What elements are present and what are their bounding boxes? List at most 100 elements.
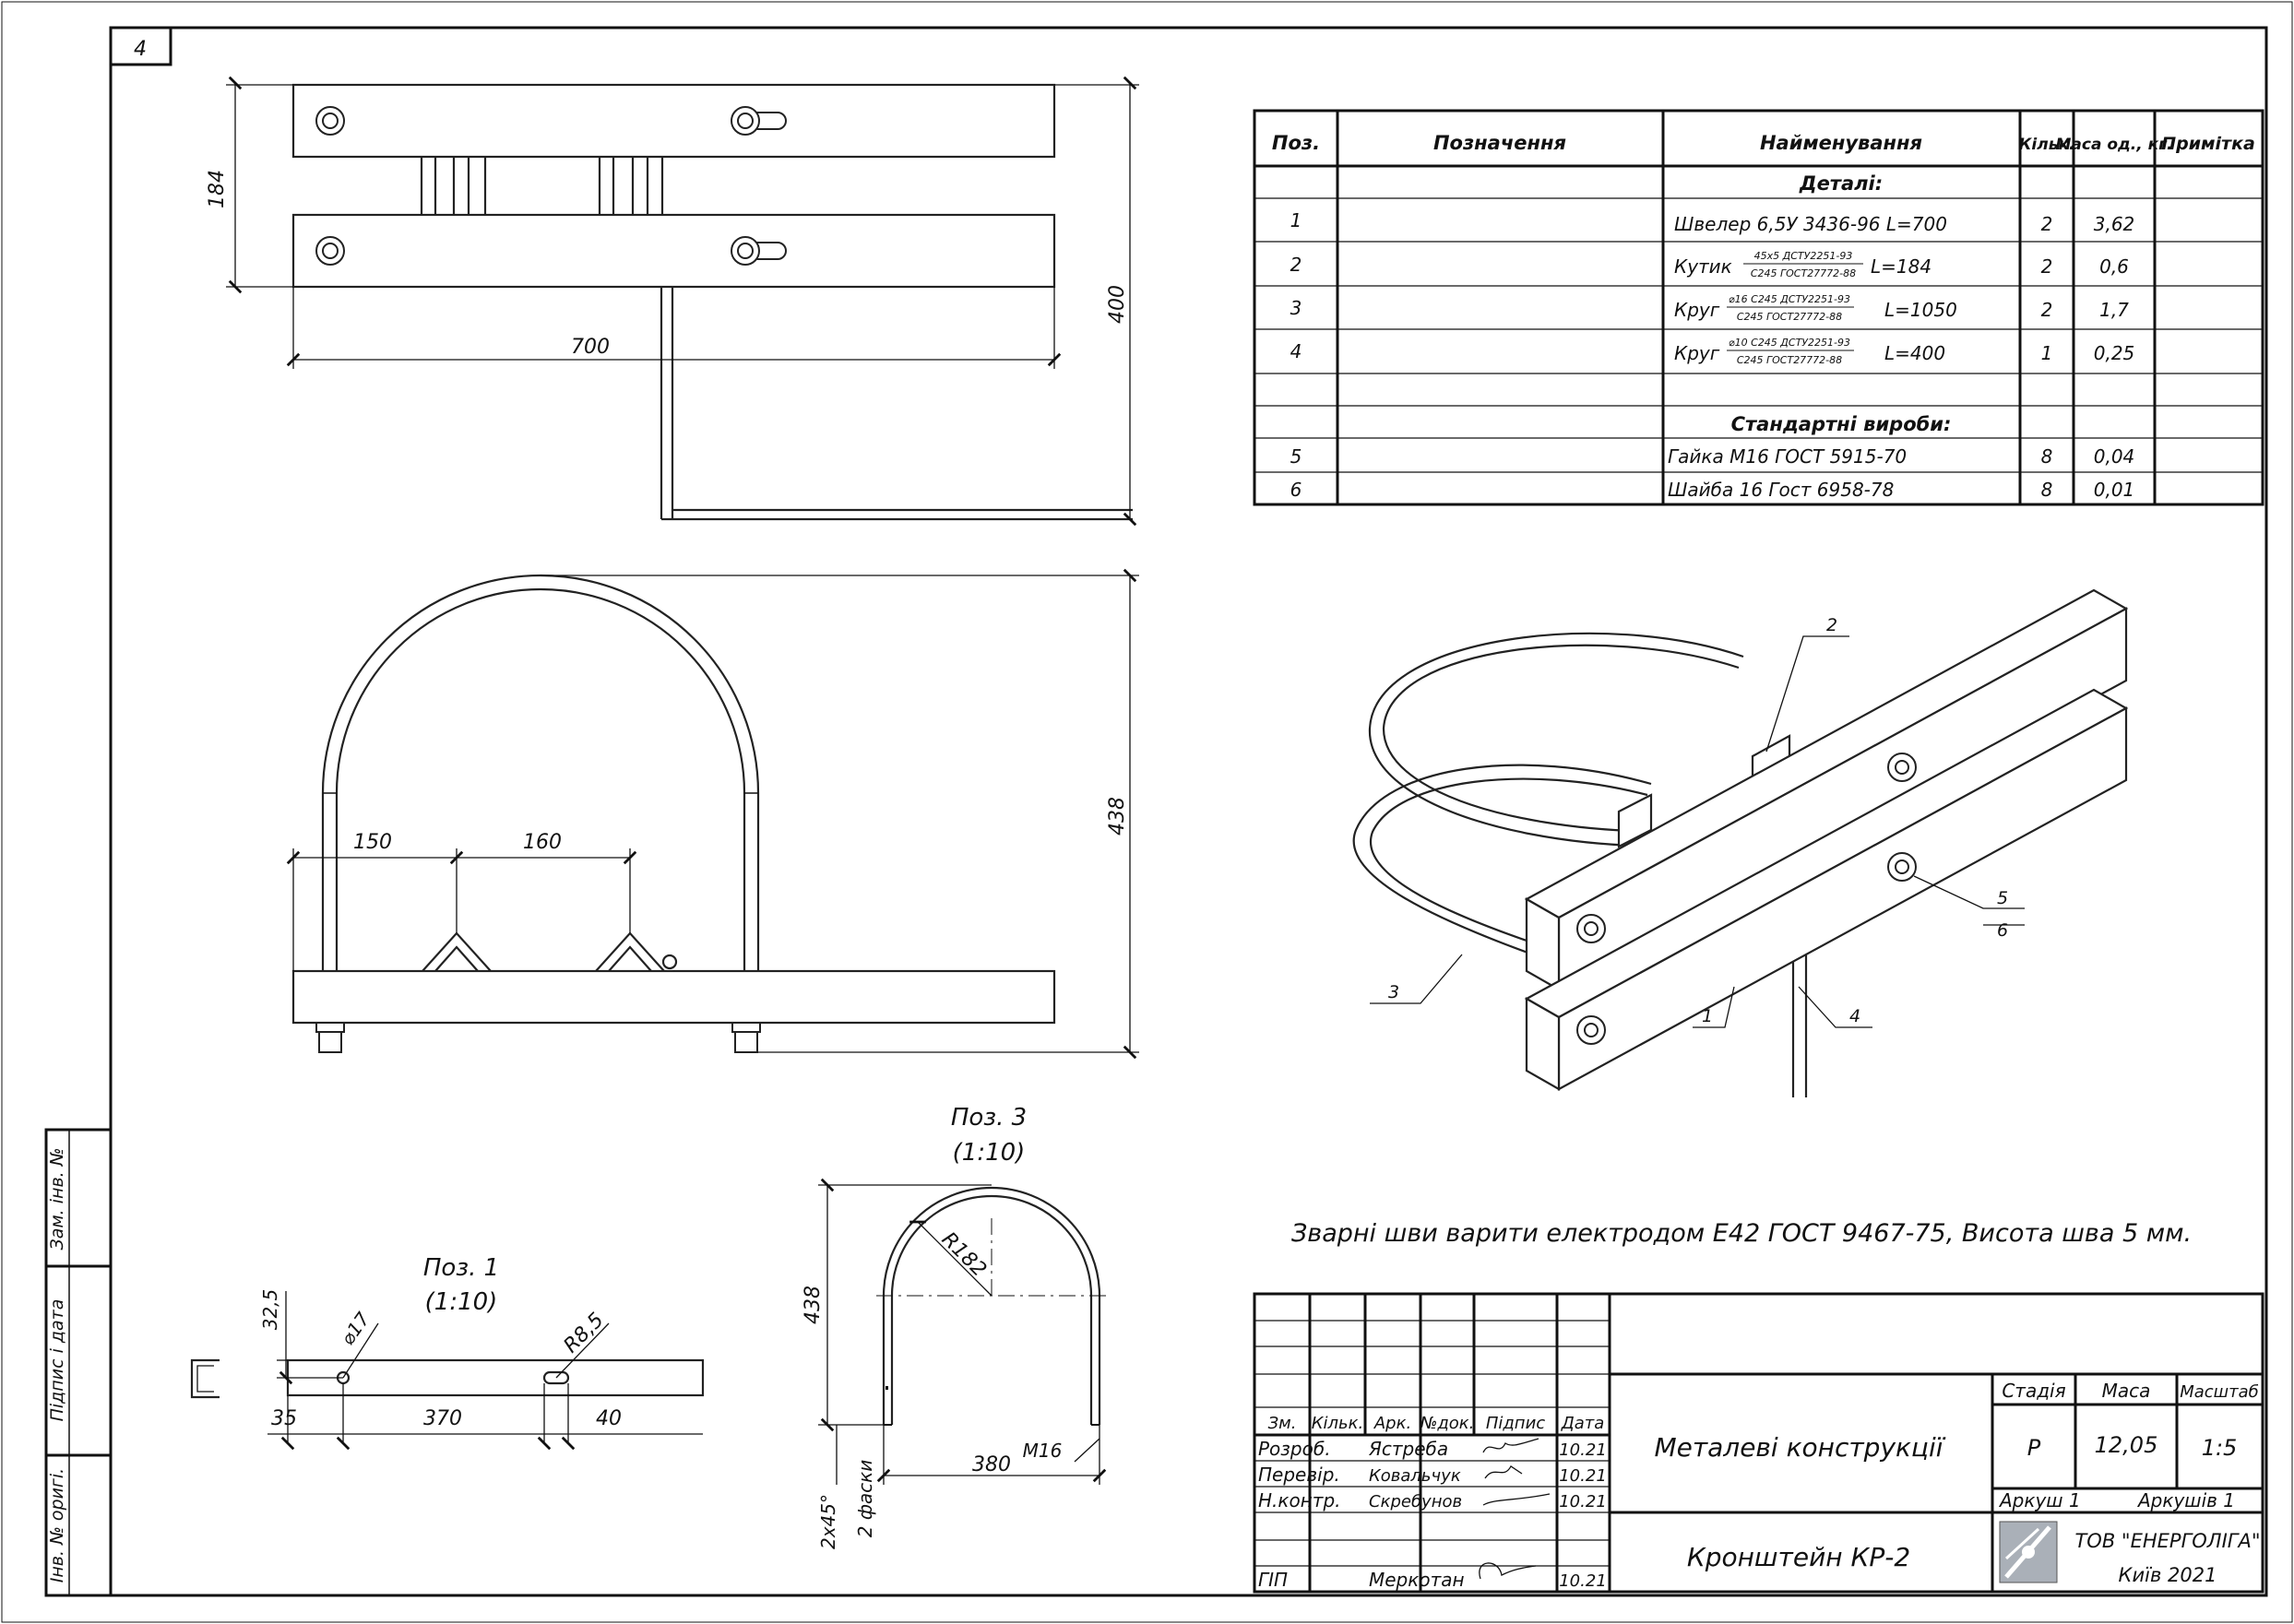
iso-label-5: 5: [1997, 888, 2008, 908]
spec-row6-mass: 0,01: [2094, 479, 2135, 501]
spec-head-mass: Маса од., кг.: [2056, 136, 2173, 154]
isometric-view: 2 5 6 3 1 4: [1352, 588, 2129, 1097]
pos1-title: Поз. 1: [423, 1254, 499, 1282]
spec-row6-pos: 6: [1290, 479, 1302, 501]
spec-row3-frac-bot: С245 ГОСТ27772-88: [1737, 311, 1842, 323]
tb-head-doc: №док.: [1420, 1414, 1475, 1433]
tb-mass: 12,05: [2095, 1432, 2158, 1458]
tb-role-norm: Н.контр.: [1258, 1489, 1341, 1511]
pos1-d17: ⌀17: [336, 1308, 374, 1349]
title-block: Зм. Кільк. Арк. №док. Підпис Дата Розроб…: [1253, 1292, 2264, 1594]
iso-label-4: 4: [1849, 1006, 1860, 1026]
spec-row4-len: L=400: [1884, 342, 1945, 364]
company-logo: [1999, 1521, 2058, 1583]
spec-head-designation: Позначення: [1433, 132, 1566, 154]
spec-section-parts: Деталі:: [1799, 172, 1883, 195]
inner-frame: [109, 26, 2268, 1597]
pos1-d32: 32,5: [259, 1289, 281, 1331]
spec-row4-pos: 4: [1290, 340, 1302, 362]
spec-row3-name: Круг: [1674, 299, 1720, 321]
spec-section-standard: Стандартні вироби:: [1731, 413, 1952, 435]
spec-row4-frac-top: ⌀10 С245 ДСТУ2251-93: [1729, 337, 1850, 349]
pos1-r85: R8,5: [560, 1309, 609, 1357]
tb-role-gip: ГІП: [1258, 1569, 1288, 1591]
pos1-d35: 35: [271, 1407, 297, 1430]
tb-date-dev: 10.21: [1559, 1440, 1607, 1460]
tb-stage: Р: [2027, 1435, 2041, 1461]
spec-row6-name: Шайба 16 Гост 6958-78: [1668, 479, 1894, 501]
tb-head-sheet: Арк.: [1373, 1414, 1411, 1433]
spec-row2-pos: 2: [1290, 254, 1302, 276]
spec-row2-qty: 2: [2041, 255, 2053, 278]
stamp-sign-date: Підпис і дата: [47, 1299, 67, 1422]
stamp-replace-inv: Зам. інв. №: [47, 1148, 67, 1251]
tb-role-check: Перевір.: [1258, 1464, 1340, 1486]
pos3-h438: 438: [802, 1286, 825, 1324]
pos3-chamfer: 2x45°: [817, 1494, 839, 1549]
spec-row1-name: Швелер 6,5У 3436-96 L=700: [1674, 213, 1947, 235]
spec-head-pos: Поз.: [1272, 132, 1320, 154]
pos3-title: Поз. 3: [951, 1104, 1027, 1132]
spec-row2-mass: 0,6: [2099, 255, 2129, 278]
front-view: 150 160 438: [286, 568, 1139, 1060]
spec-row3-mass: 1,7: [2099, 299, 2129, 321]
tb-drawing-name: Кронштейн КР-2: [1687, 1542, 1910, 1572]
spec-row2-len: L=184: [1871, 255, 1931, 278]
spec-row1-mass: 3,62: [2094, 213, 2135, 235]
dim-front-160: 160: [523, 831, 562, 854]
pos1-detail: Поз. 1 (1:10) ⌀17 R8,5 32,5 35 370 40: [190, 1254, 705, 1451]
pos3-r182: R182: [937, 1228, 991, 1282]
spec-row1-qty: 2: [2041, 213, 2053, 235]
pos1-scale: (1:10): [425, 1288, 498, 1316]
pos1-d370: 370: [423, 1407, 462, 1430]
side-stamp: Зам. інв. № Підпис і дата Інв. № оригі.: [44, 1128, 113, 1597]
iso-label-1: 1: [1702, 1006, 1713, 1026]
tb-date-norm: 10.21: [1559, 1492, 1607, 1511]
spec-row2-frac-bot: С245 ГОСТ27772-88: [1751, 267, 1856, 279]
tb-name-gip: Меркотан: [1369, 1569, 1465, 1591]
tb-role-dev: Розроб.: [1258, 1438, 1331, 1460]
spec-row6-qty: 8: [2041, 479, 2053, 501]
spec-row3-len: L=1050: [1884, 299, 1957, 321]
spec-row2-name: Кутик: [1674, 255, 1732, 278]
tb-head-date: Дата: [1561, 1414, 1605, 1433]
pos3-detail: Поз. 3 (1:10) R182 438 380 M16 2x45° 2 ф…: [802, 1104, 1107, 1549]
signatures: [1479, 1438, 1551, 1580]
spec-head-name: Найменування: [1760, 132, 1922, 154]
iso-label-2: 2: [1826, 615, 1837, 635]
dim-top-184: 184: [206, 170, 229, 208]
spec-row3-qty: 2: [2041, 299, 2053, 321]
spec-row2-frac-top: 45x5 ДСТУ2251-93: [1754, 250, 1853, 262]
tb-name-dev: Ястреба: [1368, 1438, 1448, 1460]
pos3-chamfer2: 2 фаски: [854, 1460, 876, 1538]
spec-row4-qty: 1: [2041, 342, 2053, 364]
iso-label-6: 6: [1997, 920, 2008, 941]
tb-stage-label: Стадія: [2002, 1380, 2065, 1402]
top-view: 184 400 700: [206, 76, 1139, 527]
spec-row3-frac-top: ⌀16 С245 ДСТУ2251-93: [1729, 293, 1850, 305]
tb-sheets: Аркушів 1: [2136, 1489, 2235, 1511]
spec-row4-mass: 0,25: [2094, 342, 2135, 364]
stamp-inv-orig: Інв. № оригі.: [47, 1468, 67, 1583]
tb-scale: 1:5: [2202, 1435, 2238, 1461]
tb-sheet: Аркуш 1: [1998, 1489, 2081, 1511]
pos3-m16: M16: [1023, 1440, 1063, 1462]
tb-project: Металеві конструкції: [1654, 1432, 1945, 1463]
tb-date-check: 10.21: [1559, 1466, 1607, 1486]
tb-name-check: Ковальчук: [1369, 1466, 1461, 1486]
spec-row4-frac-bot: С245 ГОСТ27772-88: [1737, 354, 1842, 366]
tb-city: Київ 2021: [2119, 1564, 2217, 1586]
spec-row5-qty: 8: [2041, 445, 2053, 468]
spec-row1-pos: 1: [1290, 209, 1302, 231]
spec-row4-name: Круг: [1674, 342, 1720, 364]
iso-label-3: 3: [1388, 982, 1399, 1002]
spec-head-note: Примітка: [2161, 134, 2255, 154]
pos1-d40: 40: [596, 1407, 622, 1430]
pos3-scale: (1:10): [953, 1139, 1026, 1167]
spec-row5-name: Гайка М16 ГОСТ 5915-70: [1668, 445, 1907, 468]
dim-front-438: 438: [1106, 797, 1129, 836]
sheet-number: 4: [134, 38, 147, 61]
tb-head-zm: Зм.: [1268, 1414, 1297, 1433]
sheet-number-box: [109, 26, 172, 66]
tb-company: ТОВ "ЕНЕРГОЛІГА": [2074, 1530, 2260, 1552]
